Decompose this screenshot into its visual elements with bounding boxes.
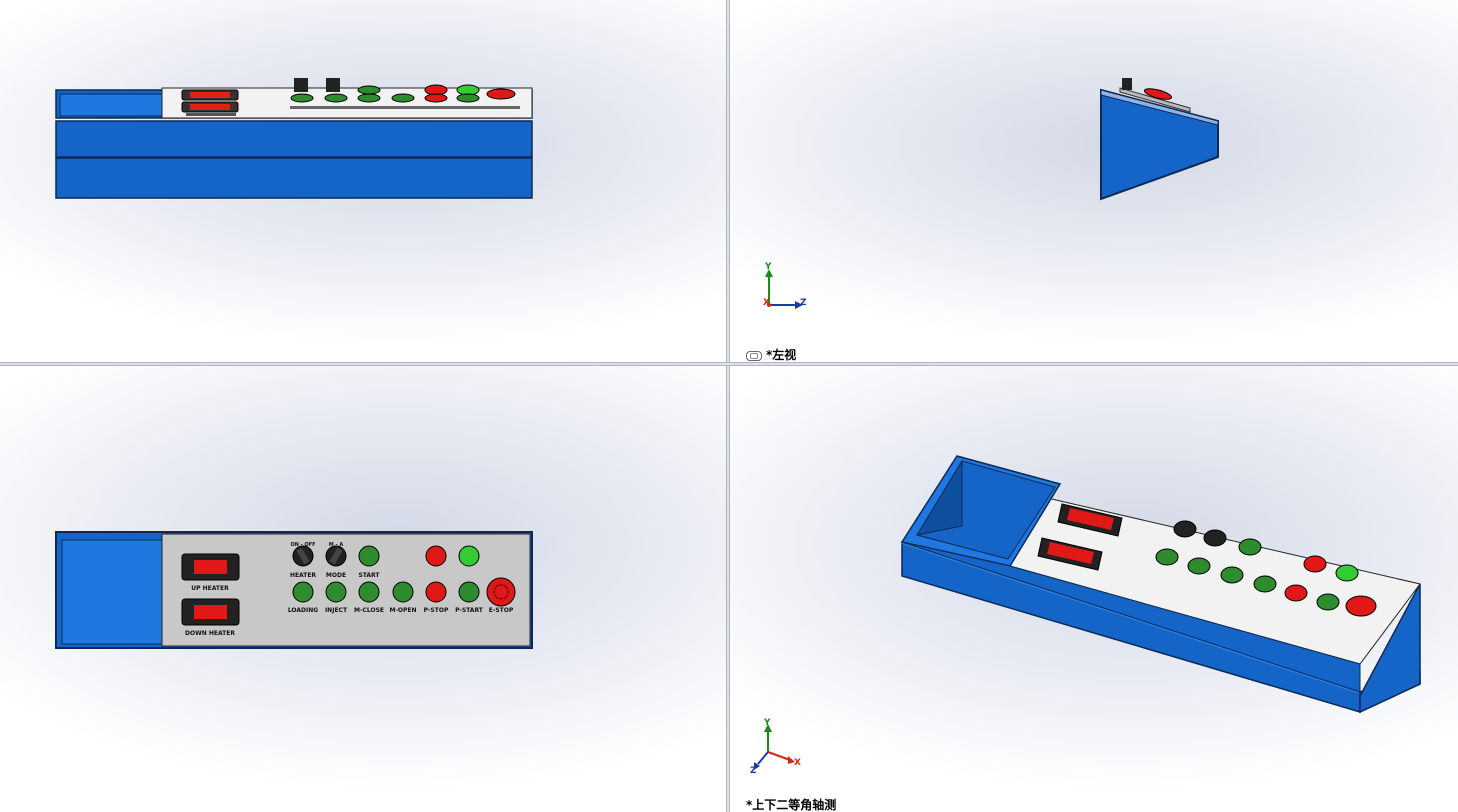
axis-label-y: Y bbox=[765, 262, 772, 272]
front-view-model bbox=[55, 78, 533, 199]
axis-label-z: Z bbox=[800, 298, 807, 308]
left-view-title: *左视 bbox=[766, 348, 797, 362]
selector-mark-mode: M - A bbox=[329, 542, 344, 548]
left-view-viewport[interactable]: Y Z X *左视 bbox=[730, 0, 1458, 362]
axis-label-x: X bbox=[763, 298, 770, 308]
front-view-viewport[interactable] bbox=[0, 0, 726, 362]
iso-view-viewport[interactable]: Y X Z *上下二等角轴测 bbox=[730, 366, 1458, 812]
iso-view-model bbox=[754, 455, 1421, 770]
iso-axis-label-y: Y bbox=[764, 718, 771, 728]
meter-label-down: DOWN HEATER bbox=[185, 630, 235, 637]
link-icon bbox=[746, 350, 762, 361]
view-name-left[interactable]: *左视 bbox=[746, 346, 796, 362]
row2-label-mopen: M-OPEN bbox=[389, 607, 416, 614]
iso-axis-label-z: Z bbox=[750, 766, 757, 776]
row2-label-pstart: P-START bbox=[455, 607, 484, 614]
left-view-model bbox=[765, 78, 1219, 309]
row1-label-mode: MODE bbox=[326, 572, 346, 579]
row2-label-estop: E-STOP bbox=[489, 607, 514, 614]
row1-label-heater: HEATER bbox=[290, 572, 316, 579]
row2-label-inject: INJECT bbox=[325, 607, 348, 614]
axis-triad-left bbox=[765, 269, 803, 309]
selector-mark-heater: ON - OFF bbox=[290, 542, 315, 548]
iso-view-title: *上下二等角轴测 bbox=[746, 798, 837, 812]
row2-label-mclose: M-CLOSE bbox=[354, 607, 384, 614]
top-view-viewport[interactable]: UP HEATER DOWN HEATER ON - OFF M - A HEA… bbox=[0, 366, 726, 812]
axis-triad-iso bbox=[754, 724, 795, 770]
row1-label-start: START bbox=[358, 572, 380, 579]
meter-label-up: UP HEATER bbox=[191, 585, 229, 592]
top-view-model: UP HEATER DOWN HEATER ON - OFF M - A HEA… bbox=[55, 531, 533, 649]
viewport-divider-vertical[interactable] bbox=[726, 0, 730, 812]
row2-label-pstop: P-STOP bbox=[424, 607, 449, 614]
row2-label-loading: LOADING bbox=[288, 607, 318, 614]
iso-axis-label-x: X bbox=[794, 758, 801, 768]
view-name-iso[interactable]: *上下二等角轴测 bbox=[746, 796, 836, 812]
viewport-divider-horizontal[interactable] bbox=[0, 362, 1458, 366]
